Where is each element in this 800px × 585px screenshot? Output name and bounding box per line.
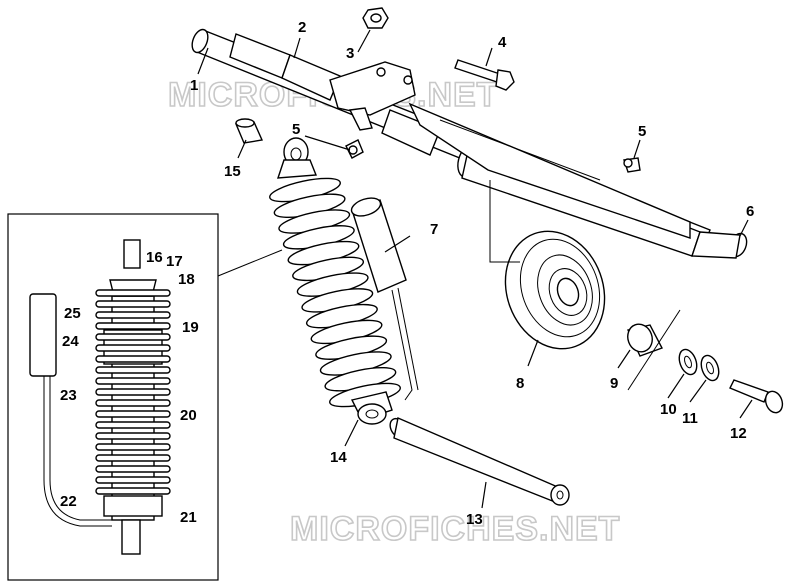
- callout-7: 7: [430, 221, 438, 238]
- washer-a: [678, 348, 698, 376]
- callout-3: 3: [346, 45, 354, 62]
- callout-15: 15: [224, 163, 241, 180]
- spacer-sleeve: [627, 323, 663, 357]
- shoulder-bolt: [729, 379, 784, 414]
- reservoir: [350, 197, 419, 401]
- washer-b: [700, 354, 720, 382]
- callout-17: 17: [166, 253, 183, 270]
- lower-shaft: [389, 417, 570, 506]
- callout-23: 23: [60, 387, 77, 404]
- inset-detail: [7, 213, 283, 581]
- callout-20: 20: [180, 407, 197, 424]
- inset-coil-turn: [95, 421, 171, 429]
- inset-coil-turn: [95, 355, 171, 363]
- inset-coil-turn: [95, 443, 171, 451]
- callout-19: 19: [182, 319, 199, 336]
- callout-5b: 5: [638, 123, 646, 140]
- callouts: 1 2 3 4 5 5 6 7 8 9 10 11 12 13 14 15 16…: [60, 19, 754, 528]
- inset-coil-turn: [95, 289, 171, 297]
- callout-2: 2: [298, 19, 306, 36]
- inset-coil-turn: [95, 366, 171, 374]
- inset-coil-turn: [95, 399, 171, 407]
- rail-arm: [408, 102, 691, 239]
- idler-wheel: [504, 230, 606, 350]
- bushing-small: [234, 118, 264, 144]
- leader-lines: [197, 29, 753, 509]
- inset-coil-turn: [95, 465, 171, 473]
- inset-coil-turn: [95, 333, 171, 341]
- callout-24: 24: [62, 333, 79, 350]
- callout-1: 1: [190, 77, 198, 94]
- inset-coil-turn: [95, 344, 171, 352]
- callout-9: 9: [610, 375, 618, 392]
- callout-22: 22: [60, 493, 77, 510]
- callout-25: 25: [64, 305, 81, 322]
- callout-18: 18: [178, 271, 195, 288]
- inset-coil-turn: [95, 388, 171, 396]
- callout-8: 8: [516, 375, 524, 392]
- coil-spring: [269, 177, 401, 408]
- inset-coil-turn: [95, 377, 171, 385]
- callout-21: 21: [180, 509, 197, 526]
- inset-coil-turn: [95, 410, 171, 418]
- callout-5a: 5: [292, 121, 300, 138]
- callout-13: 13: [466, 511, 483, 528]
- callout-10: 10: [660, 401, 677, 418]
- inset-coil-turn: [95, 322, 171, 330]
- watermark-bottom: MICROFICHES.NET: [290, 510, 620, 548]
- inset-coil-turn: [95, 311, 171, 319]
- inset-coil-turn: [95, 476, 171, 484]
- nut: [362, 7, 389, 29]
- bolt: [454, 59, 515, 91]
- inset-coil-turn: [95, 432, 171, 440]
- callout-16: 16: [146, 249, 163, 266]
- inset-coil-turn: [95, 300, 171, 308]
- inset-coil-turn: [95, 487, 171, 495]
- callout-4: 4: [498, 34, 507, 51]
- callout-14: 14: [330, 449, 347, 466]
- grease-fitting-right: [623, 157, 641, 173]
- callout-11: 11: [682, 410, 698, 427]
- inset-coil-spring: [95, 289, 171, 495]
- callout-12: 12: [730, 425, 747, 442]
- shock-absorber: [269, 137, 401, 425]
- shaft-bracket: [329, 61, 416, 131]
- callout-6: 6: [746, 203, 754, 220]
- inset-coil-turn: [95, 454, 171, 462]
- grease-fitting-left: [345, 139, 364, 159]
